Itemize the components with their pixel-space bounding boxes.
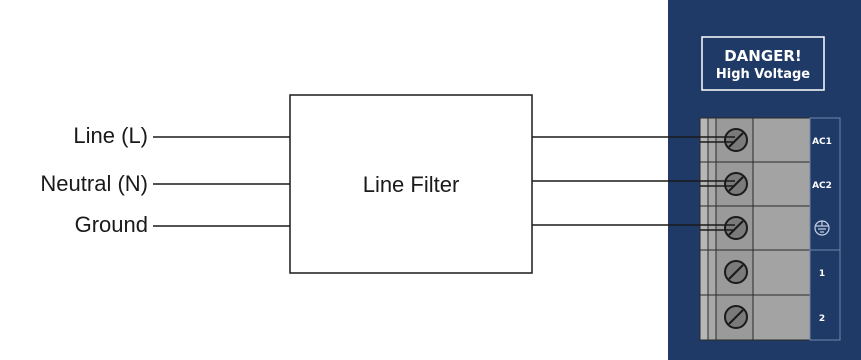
terminal-label-2: 2 <box>819 314 825 324</box>
danger-warning-title: DANGER! <box>724 47 802 65</box>
terminal-screw-2 <box>724 305 748 329</box>
line-filter-box <box>289 94 533 274</box>
terminal-block <box>699 117 811 341</box>
terminal-screw-ac2 <box>724 172 748 196</box>
ground-icon <box>814 220 830 236</box>
neutral-input-label: Neutral (N) <box>40 171 148 196</box>
terminal-screw-ground <box>724 216 748 240</box>
line-output-wire <box>532 136 735 143</box>
ground-output-wire <box>532 224 735 231</box>
ground-input-label: Ground <box>75 212 148 237</box>
terminal-screw-1 <box>724 260 748 284</box>
terminal-label-ac2: AC2 <box>812 181 832 191</box>
terminal-label-1: 1 <box>819 269 825 279</box>
danger-warning-subtitle: High Voltage <box>716 67 810 82</box>
neutral-output-wire <box>532 180 735 187</box>
dc-label-frame <box>809 249 841 341</box>
terminal-label-ac1: AC1 <box>812 137 832 147</box>
terminal-screw-ac1 <box>724 128 748 152</box>
line-filter-label: Line Filter <box>363 172 460 197</box>
danger-warning-box <box>701 36 825 91</box>
line-input-label: Line (L) <box>73 123 148 148</box>
